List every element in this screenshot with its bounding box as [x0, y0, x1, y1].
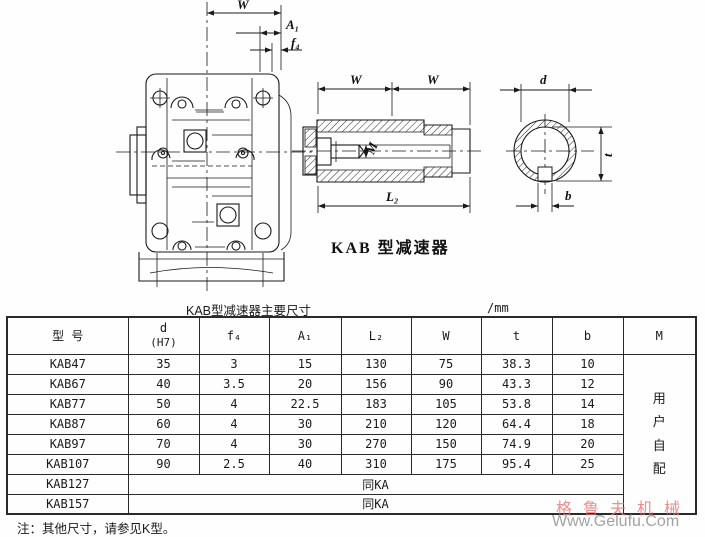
cell-l2: 270 [340, 433, 412, 455]
cell-a1: 20 [268, 373, 342, 395]
header-model: 型 号 [6, 316, 129, 355]
dimension-table: 型 号 d (H7) f₄ A₁ L₂ W t b M KAB47 35 3 1… [6, 316, 697, 515]
cell-f4: 2.5 [198, 453, 270, 475]
dim-label-w2: W [427, 72, 440, 87]
cell-w: 75 [410, 353, 482, 375]
cell-d: 40 [127, 373, 200, 395]
cell-f4: 4 [198, 413, 270, 435]
cell-model: KAB87 [6, 413, 129, 435]
bore-section-view: d t b [500, 72, 615, 212]
header-d: d (H7) [127, 316, 200, 355]
cell-model: KAB67 [6, 373, 129, 395]
table-row: KAB97 70 4 30 270 150 74.9 20 [6, 433, 696, 455]
cell-b: 20 [551, 433, 624, 455]
dim-label-t: t [600, 153, 615, 157]
cell-d: 90 [127, 453, 200, 475]
cell-l2: 310 [340, 453, 412, 475]
table-row: KAB107 90 2.5 40 310 175 95.4 25 [6, 453, 696, 475]
cell-t: 43.3 [480, 373, 553, 395]
cell-b: 18 [551, 413, 624, 435]
table-row: KAB47 35 3 15 130 75 38.3 10 用户自配 [6, 353, 697, 515]
cell-a1: 22.5 [268, 393, 342, 415]
footnote: 注：其他尺寸，请参见K型。 [17, 522, 176, 536]
watermark-brand: 格鲁夫机械 [556, 501, 692, 518]
cell-model: KAB127 [6, 473, 129, 495]
cell-t: 53.8 [480, 393, 553, 415]
cell-w: 175 [410, 453, 482, 475]
table-header-row: 型 号 d (H7) f₄ A₁ L₂ W t b M [6, 316, 697, 355]
shaft-section-view: M W W L₂ [292, 72, 484, 213]
cell-d: 60 [127, 413, 200, 435]
cell-d: 35 [127, 353, 200, 375]
table-row: KAB67 40 3.5 20 156 90 43.3 12 [6, 373, 696, 395]
cell-a1: 30 [268, 413, 342, 435]
dim-label-b: b [565, 188, 572, 203]
cell-m-merged: 用户自配 [622, 353, 697, 515]
cell-w: 150 [410, 433, 482, 455]
cell-t: 95.4 [480, 453, 553, 475]
cell-a1: 30 [268, 433, 342, 455]
cell-t: 74.9 [480, 433, 553, 455]
dim-label-m: M [362, 140, 381, 158]
cell-same-as-ka: 同KA [127, 493, 624, 515]
cell-b: 25 [551, 453, 624, 475]
cell-l2: 156 [340, 373, 412, 395]
cell-model: KAB77 [6, 393, 129, 415]
cell-l2: 183 [340, 393, 412, 415]
cell-l2: 130 [340, 353, 412, 375]
cell-a1: 15 [268, 353, 342, 375]
dim-label-w-front: W [237, 0, 250, 12]
table-row: KAB87 60 4 30 210 120 64.4 18 [6, 413, 696, 435]
cell-d: 70 [127, 433, 200, 455]
cell-model: KAB157 [6, 493, 129, 515]
cell-f4: 4 [198, 433, 270, 455]
cell-b: 10 [551, 353, 624, 375]
dim-label-l2: L₂ [385, 189, 398, 204]
technical-drawing: W A₁ f₄ [116, 0, 615, 292]
cell-f4: 3 [198, 353, 270, 375]
table-unit-label: /mm [487, 301, 509, 315]
header-d-symbol: d [159, 321, 168, 336]
header-d-tolerance: (H7) [150, 336, 177, 350]
header-w: W [410, 316, 482, 355]
dim-label-f4: f₄ [291, 35, 300, 50]
cell-model: KAB47 [6, 353, 129, 375]
cell-f4: 3.5 [198, 373, 270, 395]
cell-w: 90 [410, 373, 482, 395]
drawing-caption: KAB 型减速器 [331, 238, 450, 257]
table-row: KAB77 50 4 22.5 183 105 53.8 14 [6, 393, 696, 415]
cell-f4: 4 [198, 393, 270, 415]
cell-model: KAB97 [6, 433, 129, 455]
cell-d: 50 [127, 393, 200, 415]
cell-model: KAB107 [6, 453, 129, 475]
dim-label-a1: A₁ [285, 17, 299, 32]
cell-a1: 40 [268, 453, 342, 475]
cell-t: 64.4 [480, 413, 553, 435]
cell-w: 105 [410, 393, 482, 415]
cell-l2: 210 [340, 413, 412, 435]
table-row-merged: KAB157 同KA [6, 493, 696, 515]
cell-b: 14 [551, 393, 624, 415]
header-a1: A₁ [268, 316, 342, 355]
watermark-site-url: Www.Gelufu.Com [552, 513, 680, 530]
header-l2: L₂ [340, 316, 412, 355]
cell-w: 120 [410, 413, 482, 435]
table-row-merged: KAB127 同KA [6, 473, 696, 495]
gearbox-front-view: W A₁ f₄ [116, 0, 316, 292]
header-f4: f₄ [198, 316, 270, 355]
m-column-note: 用户自配 [652, 390, 666, 477]
cell-b: 12 [551, 373, 624, 395]
header-t: t [480, 316, 553, 355]
cell-t: 38.3 [480, 353, 553, 375]
header-b: b [551, 316, 624, 355]
cell-same-as-ka: 同KA [127, 473, 624, 495]
dim-label-d: d [540, 72, 547, 87]
dim-label-w1: W [350, 72, 363, 87]
table-title: KAB型减速器主要尺寸 [186, 304, 312, 318]
header-m: M [622, 316, 697, 355]
